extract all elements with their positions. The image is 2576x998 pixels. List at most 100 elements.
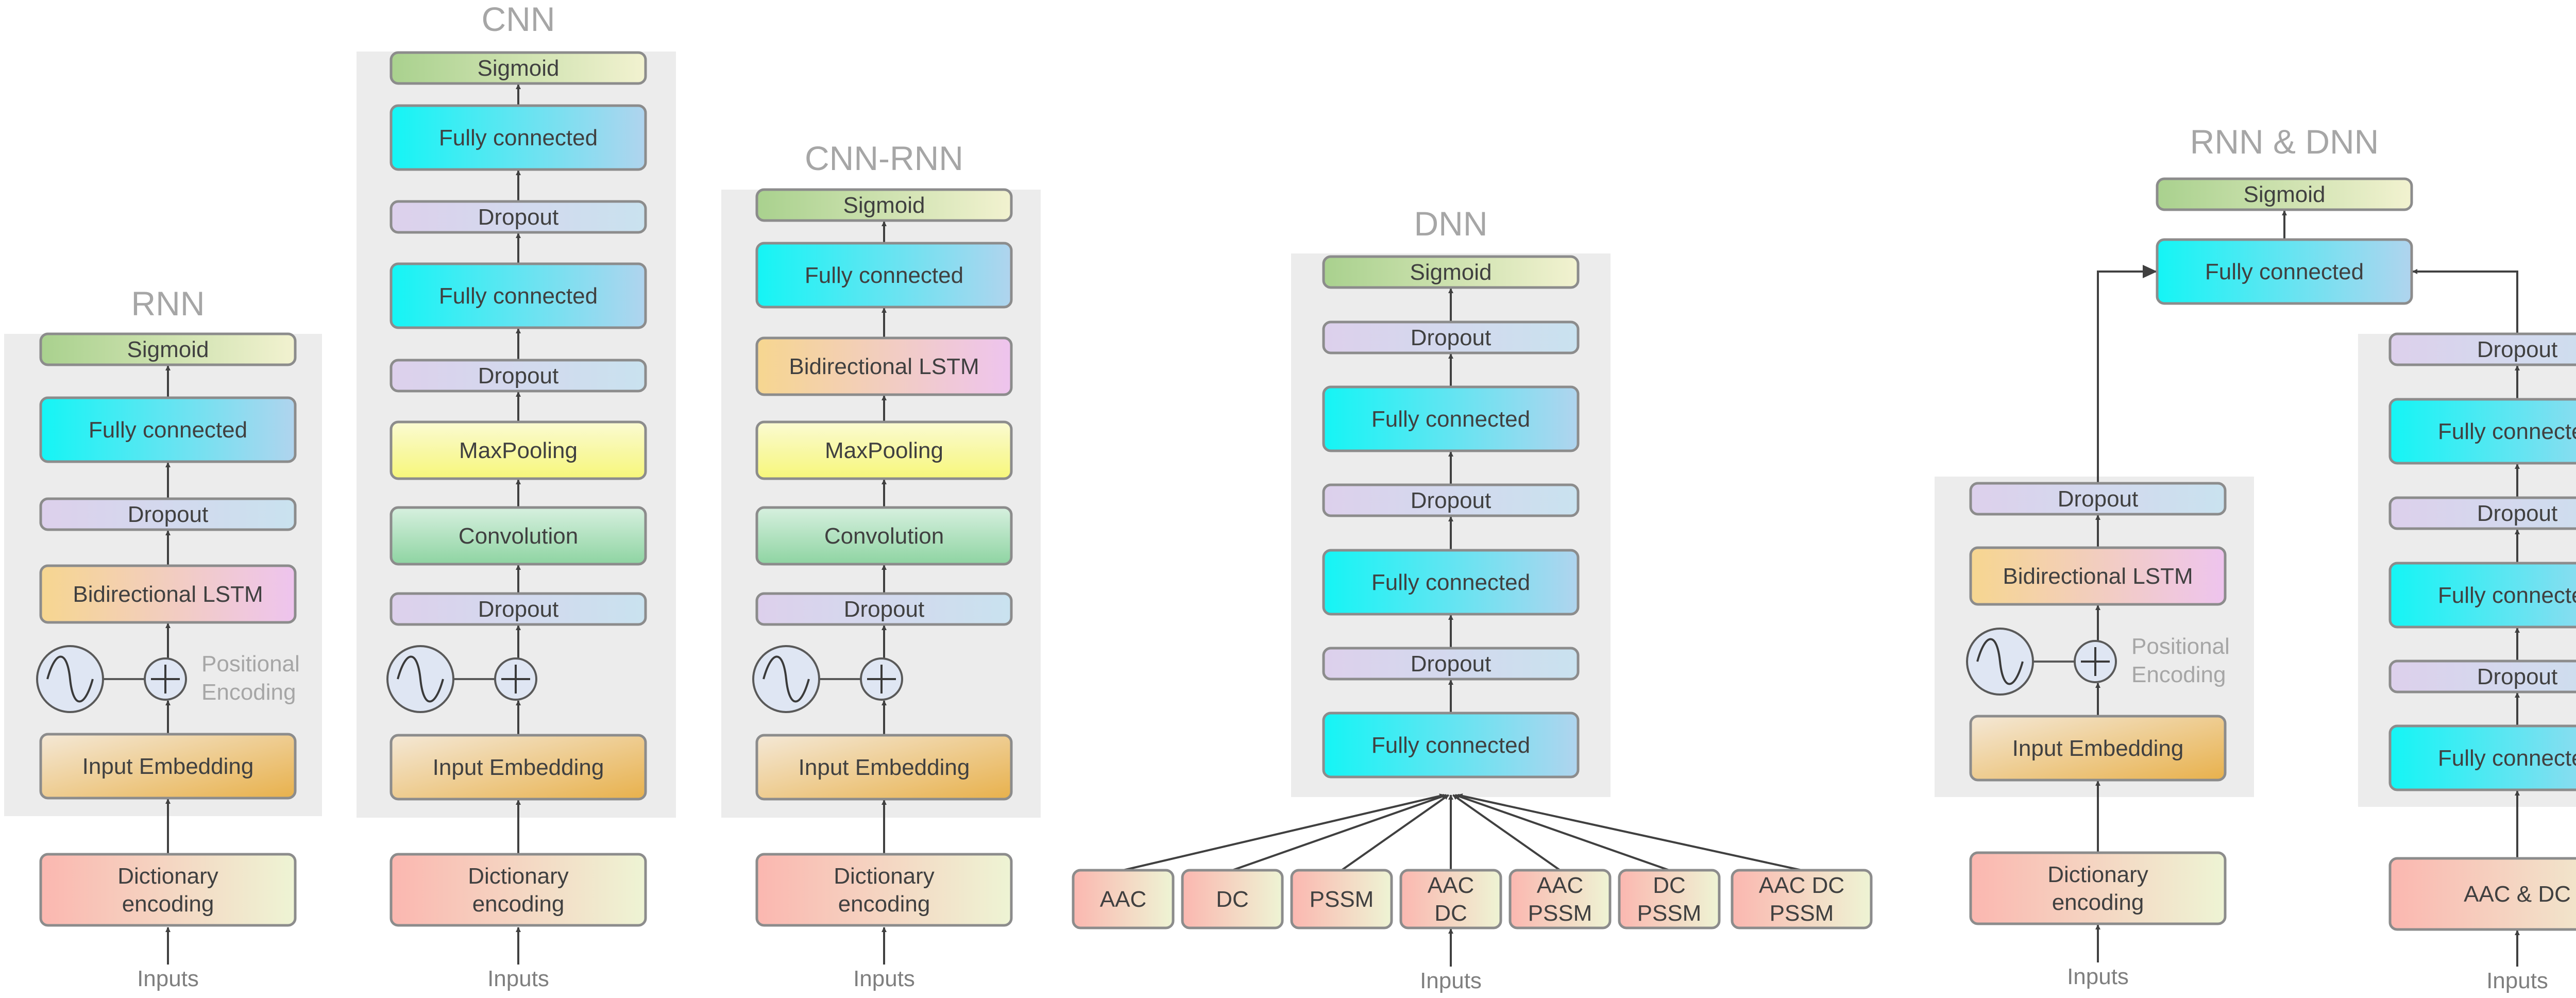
- cnn-title: CNN: [482, 0, 555, 38]
- rnn-dropout: [39, 497, 297, 531]
- positional-encoding-label-2: Encoding: [2131, 662, 2226, 687]
- cnn-rnn-bilstm-label: Bidirectional LSTM: [789, 354, 979, 379]
- cnn-rnn-fully-connected-label: Fully connected: [805, 263, 963, 288]
- rnn-dnn-dictionary-encoding: [1969, 851, 2227, 925]
- dnn-feature-0-label: AAC: [1100, 887, 1146, 912]
- positional-encoding-label-1: Positional: [201, 651, 300, 676]
- cnn-rnn-fully-connected: [755, 242, 1013, 309]
- rnn-dnn-right-dropout-3-label: Dropout: [2477, 664, 2558, 689]
- rnn-input-embedding-label: Input Embedding: [82, 754, 254, 779]
- rnn-dnn-right-fully-connected-2-label: Fully connected: [2438, 583, 2576, 608]
- rnn-dropout-label: Dropout: [128, 502, 209, 527]
- rnn-dictionary-encoding-label: Dictionary: [117, 864, 218, 889]
- rnn-dnn-left-to-fc-arrow: [2097, 265, 2157, 483]
- cnn-rnn-title: CNN-RNN: [805, 139, 963, 177]
- rnn-dictionary-encoding-label: encoding: [122, 891, 214, 917]
- dnn-feature-1-label: DC: [1216, 887, 1249, 912]
- rnn-fully-connected-label: Fully connected: [89, 417, 247, 443]
- rnn-dnn-right-to-fc-arrow: [2412, 269, 2518, 334]
- rnn-dnn-sigmoid-label: Sigmoid: [2244, 182, 2326, 207]
- dnn-feature-3-label: AAC: [1428, 873, 1474, 898]
- dnn-feature-1: [1181, 869, 1284, 929]
- dnn-fully-connected-2: [1322, 549, 1580, 616]
- cnn-rnn-convolution-label: Convolution: [824, 523, 944, 549]
- dnn-fully-connected-1-label: Fully connected: [1371, 407, 1530, 432]
- dnn-sigmoid: [1322, 255, 1580, 289]
- rnn-bilstm: [39, 564, 297, 624]
- dnn-sigmoid-label: Sigmoid: [1410, 260, 1492, 285]
- rnn-dnn-dictionary-encoding-label: encoding: [2052, 890, 2144, 915]
- rnn-fully-connected: [39, 396, 297, 463]
- cnn-rnn-sigmoid-label: Sigmoid: [843, 193, 925, 218]
- cnn-dropout-3-label: Dropout: [478, 597, 559, 622]
- dnn-feature-arrow-2: [1341, 794, 1449, 871]
- rnn-dnn-right-dropout-1: [2388, 332, 2576, 366]
- positional-encoding-label-2: Encoding: [201, 680, 296, 705]
- cnn-input-embedding-label: Input Embedding: [433, 755, 604, 780]
- cnn-convolution: [389, 506, 647, 566]
- rnn-dnn-right-dropout-3: [2388, 659, 2576, 693]
- sine-wave-curve: [1976, 638, 2024, 685]
- rnn-dictionary-encoding: [39, 853, 297, 927]
- dnn-dropout-3-label: Dropout: [1411, 651, 1492, 676]
- dnn-feature-6: [1731, 869, 1873, 929]
- rnn-dnn-right-fully-connected-3: [2388, 724, 2576, 791]
- dnn-dropout-2: [1322, 483, 1580, 517]
- rnn-dnn-input-embedding-label: Input Embedding: [2012, 736, 2184, 761]
- dnn-feature-3-label: DC: [1434, 901, 1467, 926]
- cnn-rnn-dictionary-encoding: [755, 853, 1013, 927]
- cnn-maxpooling-label: MaxPooling: [459, 438, 578, 463]
- dnn-feature-arrow-0: [1123, 793, 1445, 871]
- rnn-dnn-right-dropout-2-label: Dropout: [2477, 501, 2558, 526]
- dnn-feature-5-label: PSSM: [1637, 901, 1702, 926]
- rnn-dnn-right-fully-connected-3-label: Fully connected: [2438, 746, 2576, 771]
- dnn-feature-0: [1072, 869, 1175, 929]
- dnn-feature-4-label: AAC: [1537, 873, 1583, 898]
- rnn-dnn-aac-dc-label: AAC & DC: [2464, 882, 2571, 907]
- rnn-dnn-input-embedding: [1969, 715, 2227, 782]
- rnn-dnn-left-bilstm-label: Bidirectional LSTM: [2003, 564, 2193, 589]
- positional-encoding-label-1: Positional: [2131, 634, 2230, 659]
- dnn-fully-connected-2-label: Fully connected: [1371, 570, 1530, 595]
- rnn-dnn-left-inputs-label: Inputs: [2067, 964, 2129, 989]
- cnn-rnn-dictionary-encoding-label: Dictionary: [834, 864, 935, 889]
- cnn-sigmoid: [389, 51, 647, 85]
- rnn-bilstm-label: Bidirectional LSTM: [73, 582, 263, 607]
- cnn-dictionary-encoding: [389, 853, 647, 927]
- cnn-rnn-bilstm: [755, 336, 1013, 396]
- rnn-dnn-left-dropout-label: Dropout: [2058, 486, 2139, 512]
- dnn-feature-5: [1618, 869, 1721, 929]
- rnn-dnn-right-fully-connected-2: [2388, 562, 2576, 629]
- dnn-feature-arrow-6: [1457, 793, 1802, 871]
- cnn-rnn-convolution: [755, 506, 1013, 566]
- sine-wave-curve: [762, 655, 810, 703]
- cnn-rnn-dictionary-encoding-label: encoding: [838, 891, 930, 917]
- rnn-title: RNN: [131, 284, 205, 323]
- sine-wave-curve: [46, 655, 94, 703]
- dnn-feature-4-label: PSSM: [1528, 901, 1592, 926]
- rnn-inputs-label: Inputs: [137, 966, 199, 991]
- dnn-feature-3: [1399, 869, 1502, 929]
- cnn-rnn-inputs-label: Inputs: [853, 966, 915, 991]
- rnn-dnn-title: RNN & DNN: [2190, 123, 2379, 161]
- cnn-rnn-maxpooling-label: MaxPooling: [825, 438, 943, 463]
- dnn-fully-connected-3-label: Fully connected: [1371, 733, 1530, 758]
- dnn-dropout-1: [1322, 320, 1580, 354]
- rnn-dnn-fully-connected-top: [2156, 238, 2413, 305]
- dnn-dropout-3: [1322, 647, 1580, 681]
- dnn-inputs-label: Inputs: [1420, 968, 1482, 993]
- rnn-dnn-right-fully-connected-1-label: Fully connected: [2438, 419, 2576, 444]
- dnn-fully-connected-3: [1322, 712, 1580, 779]
- rnn-dnn-left-dropout: [1969, 482, 2227, 516]
- cnn-rnn-sigmoid: [755, 188, 1013, 222]
- dnn-feature-4: [1509, 869, 1612, 929]
- cnn-inputs-label: Inputs: [487, 966, 549, 991]
- rnn-dnn-aac-dc: [2388, 857, 2576, 931]
- dnn-feature-2-label: PSSM: [1310, 887, 1374, 912]
- cnn-dropout-2: [389, 359, 647, 393]
- cnn-dropout-1-label: Dropout: [478, 205, 559, 230]
- rnn-sigmoid: [39, 332, 297, 366]
- dnn-feature-arrow-5: [1454, 794, 1670, 871]
- rnn-dnn-left-bilstm: [1969, 546, 2227, 606]
